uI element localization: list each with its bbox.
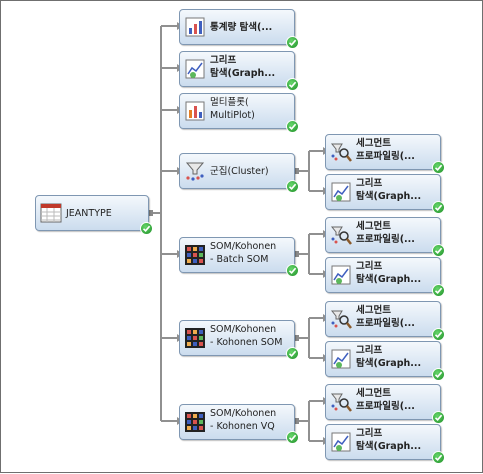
node-graph-explore[interactable]: 그리프 탐색(Graph...	[179, 51, 299, 91]
segment-profile-icon	[330, 310, 352, 329]
node-stat-explore[interactable]: 통계량 탐색(...	[179, 9, 299, 49]
som-grid-icon	[185, 412, 205, 432]
node-graph-explore[interactable]: 그리프 탐색(Graph...	[325, 174, 445, 214]
graph-explore-icon	[331, 349, 351, 369]
green-checkmark-icon	[286, 264, 299, 277]
green-checkmark-icon	[432, 161, 445, 174]
node-label: 그리프 탐색(Graph...	[210, 55, 276, 79]
node-label: 그리프 탐색(Graph...	[356, 178, 422, 202]
node-cluster[interactable]: 군집(Cluster)	[179, 153, 299, 193]
node-multiplot[interactable]: 멀티플롯( MultiPlot)	[179, 93, 299, 133]
node-label: 세그먼트 프로파일링(...	[356, 305, 415, 329]
green-checkmark-icon	[286, 180, 299, 193]
node-label: JEANTYPE	[66, 208, 112, 219]
node-som-vq[interactable]: SOM/Kohonen - Kohonen VQ	[179, 404, 299, 444]
node-label: SOM/Kohonen - Kohonen VQ	[210, 408, 277, 432]
green-checkmark-icon	[432, 451, 445, 464]
node-label: 세그먼트 프로파일링(...	[356, 138, 415, 162]
som-grid-icon	[185, 245, 205, 265]
green-checkmark-icon	[432, 411, 445, 424]
node-label: 그리프 탐색(Graph...	[356, 261, 422, 285]
node-label: SOM/Kohonen - Batch SOM	[210, 241, 277, 265]
graph-explore-icon	[185, 59, 205, 79]
node-label: 군집(Cluster)	[210, 166, 269, 177]
node-som-kohonen[interactable]: SOM/Kohonen - Kohonen SOM	[179, 320, 299, 360]
multiplot-icon	[185, 101, 205, 121]
graph-explore-icon	[331, 265, 351, 285]
node-label: 세그먼트 프로파일링(...	[356, 388, 415, 412]
node-label: 세그먼트 프로파일링(...	[356, 221, 415, 245]
green-checkmark-icon	[432, 368, 445, 381]
node-label: SOM/Kohonen - Kohonen SOM	[210, 324, 283, 348]
node-segment-profile[interactable]: 세그먼트 프로파일링(...	[325, 134, 445, 174]
stat-explore-icon	[185, 17, 205, 37]
graph-explore-icon	[331, 432, 351, 452]
green-checkmark-icon	[286, 36, 299, 49]
node-label: 그리프 탐색(Graph...	[356, 345, 422, 369]
green-checkmark-icon	[286, 347, 299, 360]
node-jeantype[interactable]: JEANTYPE	[35, 195, 153, 235]
green-checkmark-icon	[140, 222, 153, 235]
node-label: 그리프 탐색(Graph...	[356, 428, 422, 452]
green-checkmark-icon	[432, 244, 445, 257]
green-checkmark-icon	[286, 120, 299, 133]
node-segment-profile[interactable]: 세그먼트 프로파일링(...	[325, 384, 445, 424]
green-checkmark-icon	[432, 201, 445, 214]
node-graph-explore[interactable]: 그리프 탐색(Graph...	[325, 257, 445, 297]
segment-profile-icon	[330, 143, 352, 162]
som-grid-icon	[185, 328, 205, 348]
node-som-batch[interactable]: SOM/Kohonen - Batch SOM	[179, 237, 299, 277]
node-segment-profile[interactable]: 세그먼트 프로파일링(...	[325, 217, 445, 257]
node-graph-explore[interactable]: 그리프 탐색(Graph...	[325, 341, 445, 381]
green-checkmark-icon	[286, 431, 299, 444]
node-label: 통계량 탐색(...	[210, 22, 273, 33]
cluster-icon	[185, 162, 205, 181]
green-checkmark-icon	[286, 78, 299, 91]
green-checkmark-icon	[432, 284, 445, 297]
node-segment-profile[interactable]: 세그먼트 프로파일링(...	[325, 301, 445, 341]
node-label: 멀티플롯( MultiPlot)	[210, 97, 255, 121]
segment-profile-icon	[330, 393, 352, 412]
node-graph-explore[interactable]: 그리프 탐색(Graph...	[325, 424, 445, 464]
green-checkmark-icon	[432, 328, 445, 341]
data-table-icon	[40, 203, 62, 223]
graph-explore-icon	[331, 182, 351, 202]
segment-profile-icon	[330, 226, 352, 245]
